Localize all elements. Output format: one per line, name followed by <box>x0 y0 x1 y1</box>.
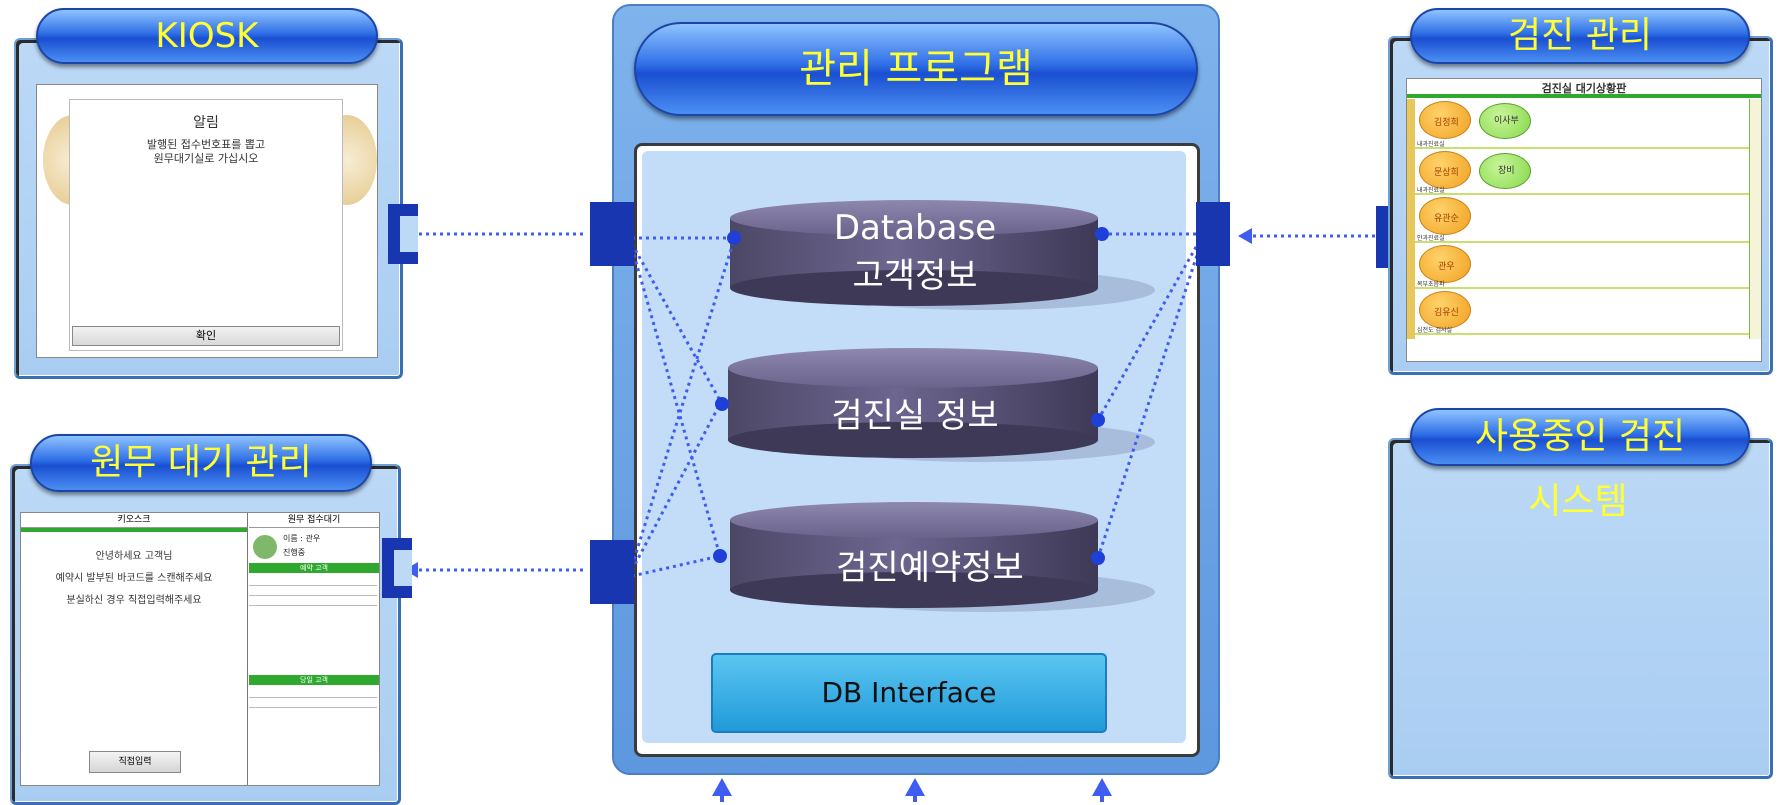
kiosk-title-pill: KIOSK <box>36 8 378 64</box>
instruction-line1: 예약시 발부된 바코드를 스캔해주세요 <box>55 573 213 584</box>
row-label: 내과진료실 <box>1417 187 1445 194</box>
waiting-screen: 키오스크 원무 접수대기 안녕하세요 고객님 예약시 발부된 바코드를 스캔해주… <box>20 512 380 786</box>
in-use-title-pill: 사용중인 검진 <box>1410 408 1750 466</box>
left-green-bar <box>21 528 247 532</box>
kiosk-screen: 알림 발행된 접수번호표를 뽑고 원무대기실로 가십시오 확인 <box>36 84 378 358</box>
patient-name: 관우 <box>1438 262 1455 272</box>
patient-node[interactable]: 장비 <box>1479 153 1531 189</box>
exam-board: 검진실 대기상황판 김정희 이사부 내과진료실 문상희 장비 내과진료실 유관순… <box>1406 78 1762 362</box>
db-interface-box <box>711 653 1107 733</box>
exam-title: 검진 관리 <box>1508 15 1652 56</box>
dialog-message-line2: 원무대기실로 가십시오 <box>153 152 259 165</box>
patient-node[interactable]: 김정희 <box>1419 101 1471 139</box>
row-label: 심전도 검사실 <box>1417 327 1453 334</box>
db2-label: 검진실 정보 <box>831 396 999 436</box>
profile-status: 진행중 <box>283 548 306 557</box>
database-cylinder-room <box>728 348 1155 462</box>
waiting-title: 원무 대기 관리 <box>90 442 312 483</box>
patient-node[interactable]: 이사부 <box>1479 103 1531 139</box>
dialog-message-line1: 발행된 접수번호표를 뽑고 <box>146 138 266 151</box>
instruction-line2: 분실하신 경우 직접입력해주세요 <box>66 595 202 606</box>
patient-node[interactable]: 문상희 <box>1419 151 1471 189</box>
board-row-divider <box>1415 193 1749 195</box>
db1-label-line2: 고객정보 <box>852 256 978 296</box>
center-right-port <box>1196 202 1230 266</box>
board-row-divider <box>1415 287 1749 289</box>
profile-name: 이름 : 관우 <box>283 534 321 543</box>
dialog-confirm-button[interactable]: 확인 <box>72 326 340 346</box>
db-interface-label[interactable]: DB Interface <box>821 676 997 709</box>
waiting-port-notch <box>394 550 412 586</box>
center-title-pill: 관리 프로그램 <box>634 22 1198 116</box>
right-header: 원무 접수대기 <box>249 513 379 528</box>
patient-name: 김정희 <box>1434 118 1459 128</box>
center-left-port-top <box>590 202 634 266</box>
link-endpoints <box>713 227 1109 565</box>
vertical-divider <box>247 513 248 785</box>
patient-name: 장비 <box>1498 166 1515 176</box>
patient-node[interactable]: 관우 <box>1419 245 1471 283</box>
row-label: 안과진료실 <box>1417 235 1445 242</box>
patient-name: 문상희 <box>1434 168 1459 178</box>
row-label: 내과진료실 <box>1417 141 1445 148</box>
patient-name: 이사부 <box>1494 116 1519 126</box>
kiosk-port-notch <box>400 216 418 252</box>
center-title: 관리 프로그램 <box>799 46 1033 92</box>
in-use-panel <box>1388 438 1773 779</box>
db3-label: 검진예약정보 <box>836 548 1024 588</box>
arrowheads <box>404 226 1252 796</box>
database-cylinder-customer <box>730 200 1155 310</box>
exam-title-pill: 검진 관리 <box>1410 8 1750 64</box>
reservation-row <box>249 597 377 606</box>
board-row-divider <box>1415 333 1749 335</box>
profile-avatar <box>253 535 277 559</box>
row-label: 복부초음파 <box>1417 281 1445 288</box>
waiting-title-pill: 원무 대기 관리 <box>30 434 372 492</box>
bottom-arrows <box>720 794 1104 802</box>
board-right-strip <box>1749 99 1761 339</box>
direct-input-button[interactable]: 직접입력 <box>89 751 181 773</box>
reservation-header: 예약 고객 <box>249 563 379 573</box>
board-green-bar <box>1407 94 1761 98</box>
patient-node[interactable]: 김유신 <box>1419 291 1471 329</box>
dialog-title: 알림 <box>193 115 219 131</box>
kiosk-title: KIOSK <box>155 16 259 56</box>
patient-name: 김유신 <box>1434 308 1459 318</box>
walkin-row <box>249 689 377 698</box>
board-title: 검진실 대기상황판 <box>1541 82 1627 95</box>
board-row-divider <box>1415 147 1749 149</box>
reservation-row <box>249 577 377 586</box>
in-use-title-line1: 사용중인 검진 <box>1474 416 1686 457</box>
greeting-text: 안녕하세요 고객님 <box>95 551 173 562</box>
dotted-links <box>412 232 1386 578</box>
patient-node[interactable]: 유관순 <box>1419 197 1471 235</box>
database-cylinder-reservation <box>730 502 1155 612</box>
board-row-divider <box>1415 241 1749 243</box>
db1-label-line1: Database <box>833 208 997 248</box>
kiosk-dialog: 알림 발행된 접수번호표를 뽑고 원무대기실로 가십시오 확인 <box>69 99 343 351</box>
board-left-strip <box>1407 99 1415 339</box>
walkin-row <box>249 699 377 708</box>
walkin-header: 당일 고객 <box>249 675 379 685</box>
reservation-row <box>249 587 377 596</box>
patient-name: 유관순 <box>1434 214 1459 224</box>
center-left-port-bottom <box>590 540 634 604</box>
in-use-title-line2: 시스템 <box>1528 481 1628 522</box>
left-header: 키오스크 <box>21 513 247 528</box>
